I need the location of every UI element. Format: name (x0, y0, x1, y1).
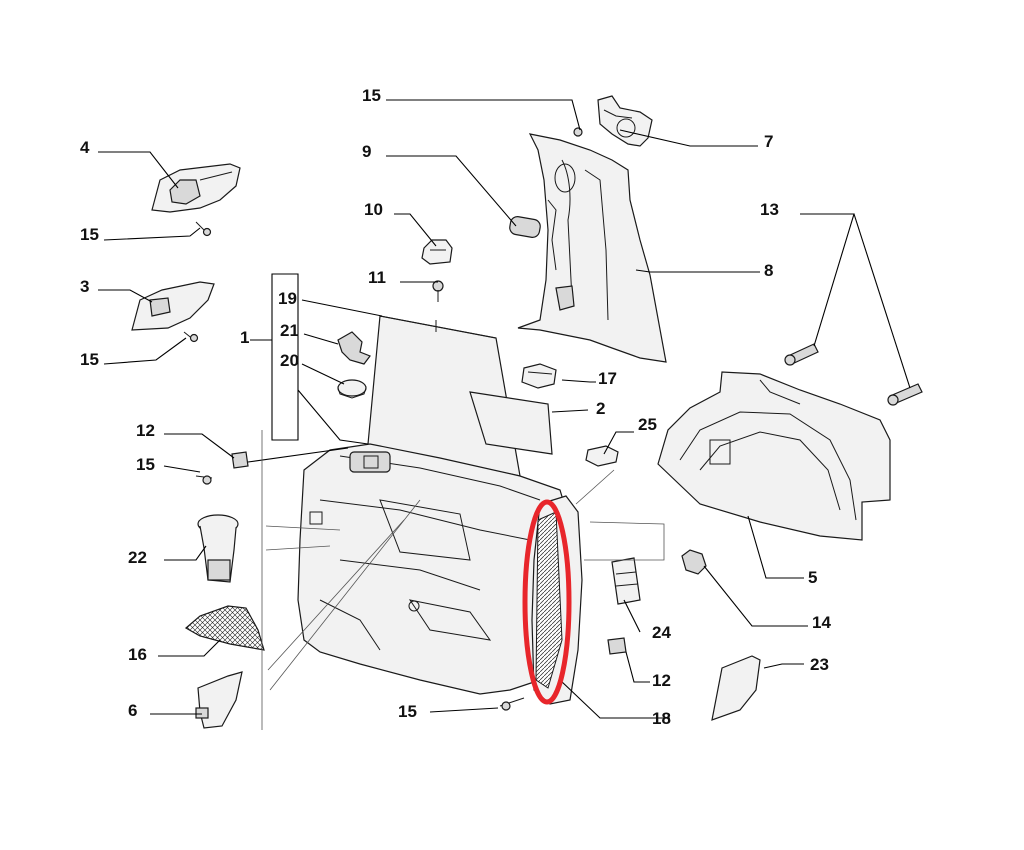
part-4-trim (151, 163, 241, 213)
callout-3: 3 (80, 277, 89, 296)
part-15-screw-mid (195, 475, 213, 485)
part-24-block (611, 557, 641, 605)
part-20-plug (337, 379, 367, 399)
part-7-bracket (597, 95, 653, 147)
part-16-mesh (184, 605, 265, 651)
callout-20: 20 (280, 351, 299, 370)
part-6-bracket (195, 671, 243, 729)
callout-1: 1 (240, 328, 249, 347)
part-11-screw (432, 280, 444, 302)
part-14-clip (681, 549, 707, 575)
part-18-strip (531, 495, 583, 705)
part-15-screw-4 (195, 221, 212, 237)
part-21-clip (337, 331, 371, 365)
callout-11: 11 (368, 268, 386, 287)
callout-12-a: 12 (136, 421, 155, 440)
part-2-panel (469, 391, 553, 455)
part-10-bracket (421, 239, 453, 265)
callout-13: 13 (760, 200, 779, 219)
callout-22: 22 (128, 548, 147, 567)
part-9-clip (509, 216, 541, 238)
callout-9: 9 (362, 142, 371, 161)
callout-15-b: 15 (80, 350, 99, 369)
callout-15-d: 15 (398, 702, 417, 721)
part-15-screw-lower (499, 697, 525, 711)
callout-4: 4 (80, 138, 90, 157)
callout-18: 18 (652, 709, 671, 728)
callout-15-top: 15 (362, 86, 381, 105)
callout-12-b: 12 (652, 671, 671, 690)
callout-7: 7 (764, 132, 773, 151)
callout-17: 17 (598, 369, 617, 388)
part-17-connector (521, 363, 557, 389)
part-12-clip-lower (607, 637, 627, 655)
part-13-screw-a (784, 343, 819, 366)
callout-8: 8 (764, 261, 773, 280)
callout-23: 23 (810, 655, 829, 674)
part-23-panel (711, 655, 761, 721)
part-3-trim (131, 281, 215, 331)
callout-24: 24 (652, 623, 671, 642)
part-25-clip (585, 445, 619, 467)
part-12-clip-upper (231, 451, 249, 469)
part-15-screw-top (573, 127, 583, 137)
callout-5: 5 (808, 568, 817, 587)
callout-6: 6 (128, 701, 137, 720)
part-8-pillar-trim (517, 133, 667, 363)
part-22-socket (197, 514, 239, 583)
callout-15-c: 15 (136, 455, 155, 474)
part-13-screw-b (887, 383, 923, 406)
highlight-ellipse (522, 499, 572, 705)
callout-14: 14 (812, 613, 831, 632)
callout-15-a: 15 (80, 225, 99, 244)
callout-10: 10 (364, 200, 383, 219)
callout-19: 19 (278, 289, 297, 308)
leader-lines (98, 99, 911, 730)
callout-2: 2 (596, 399, 605, 418)
callout-16: 16 (128, 645, 147, 664)
part-1-side-trim (297, 443, 567, 695)
part-5-wheel-arch (657, 371, 891, 541)
part-15-screw-3 (183, 331, 199, 343)
callout-25: 25 (638, 415, 657, 434)
callout-21: 21 (280, 321, 299, 340)
